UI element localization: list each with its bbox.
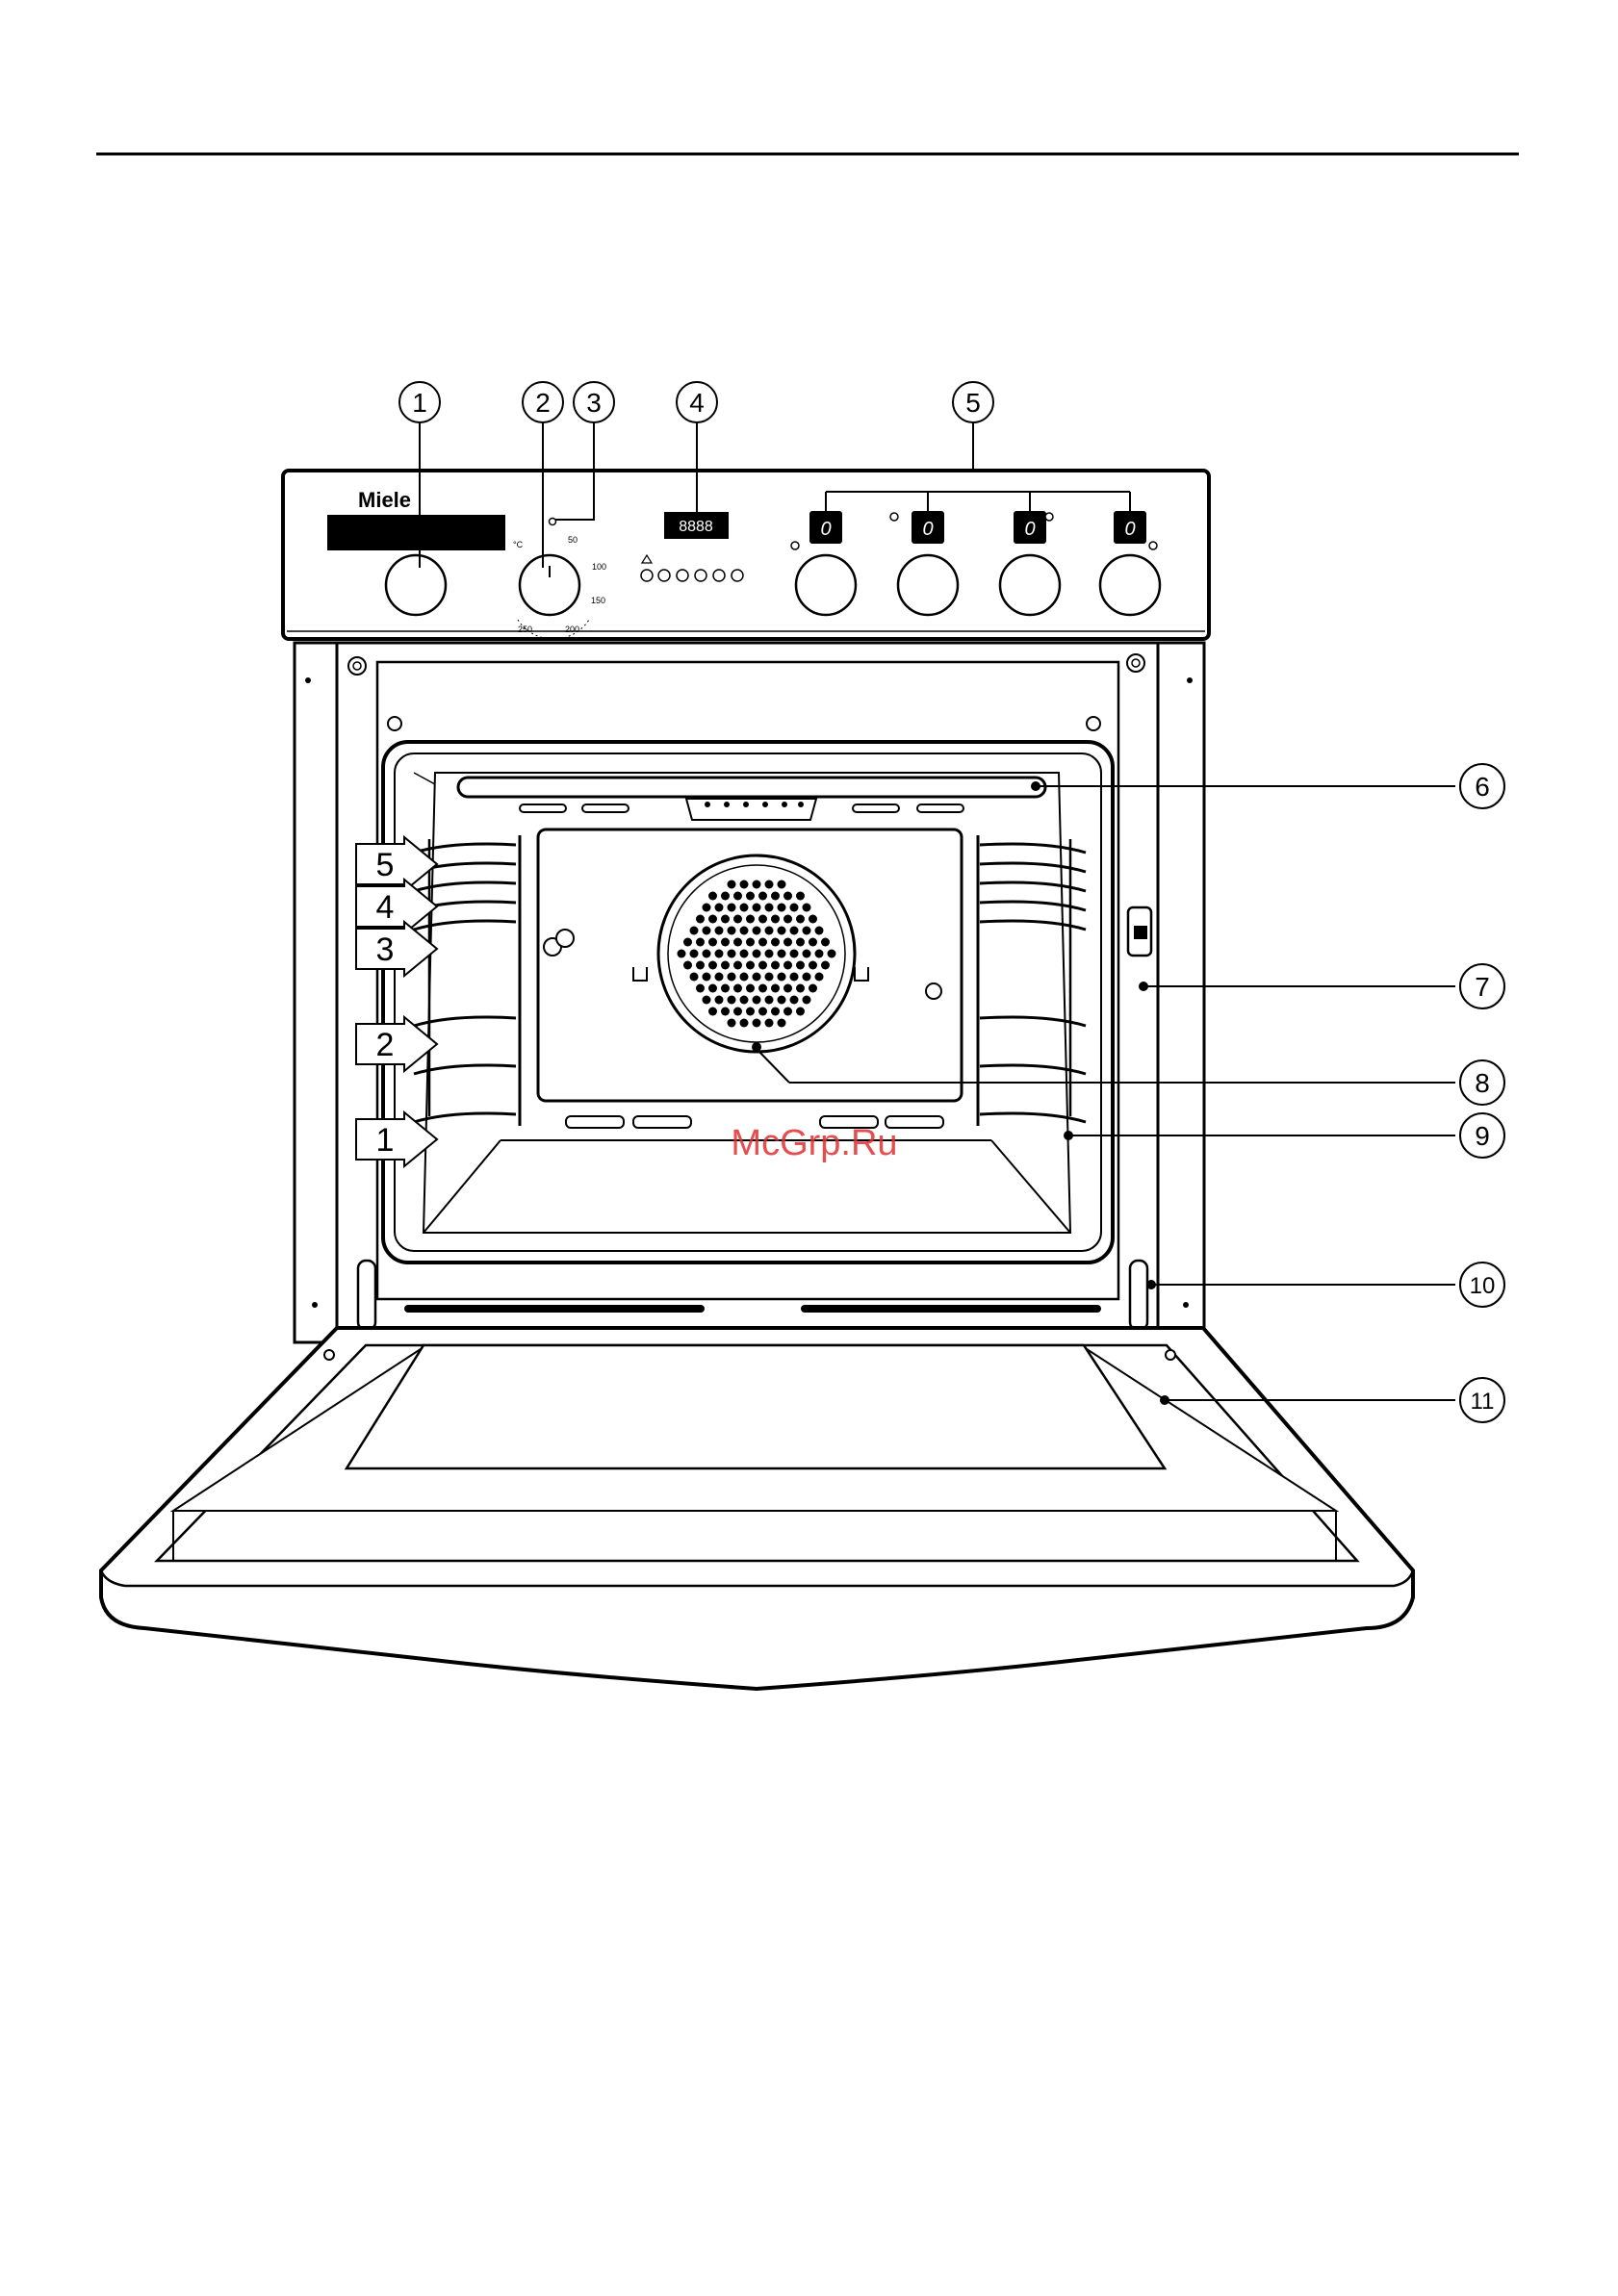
zone-indicator-light-4	[1149, 542, 1157, 549]
zone-display-digit-4: 0	[1124, 519, 1135, 540]
shelf-level-label: 4	[376, 889, 395, 926]
door-window	[347, 1345, 1165, 1468]
clock-display-digits: 8888	[679, 519, 713, 535]
zone-display-digit-1: 0	[820, 519, 831, 540]
callout-4: 4	[689, 388, 705, 418]
shelf-level-label: 5	[376, 847, 395, 883]
temp-mark-150: 150	[591, 596, 605, 605]
shelf-level-label: 1	[376, 1122, 395, 1159]
plus-button[interactable]	[732, 570, 743, 581]
shelf-level-label: 2	[376, 1027, 395, 1063]
end-button[interactable]	[677, 570, 688, 581]
zone-knob-4[interactable]	[1100, 555, 1160, 615]
zone-indicator-light-3	[1045, 513, 1053, 521]
watermark: McGrp.Ru	[731, 1123, 897, 1163]
shelf-level-label: 3	[376, 931, 395, 968]
control-panel: Miele °C 50 100 150 200 250 8888 0 0 0 0	[283, 471, 1209, 639]
zone-knob-1[interactable]	[796, 555, 856, 615]
minus-button[interactable]	[713, 570, 725, 581]
callout-3: 3	[586, 388, 602, 418]
callout-10: 10	[1470, 1273, 1496, 1299]
zone-knob-3[interactable]	[1000, 555, 1060, 615]
temp-mark-250: 250	[518, 625, 532, 634]
right-side-trim	[1158, 643, 1204, 1342]
callout-7: 7	[1475, 972, 1490, 1002]
zone-display-digit-3: 0	[1024, 519, 1035, 540]
oven-door	[101, 1328, 1413, 1689]
alarm-button[interactable]	[641, 570, 653, 581]
callout-11: 11	[1471, 1389, 1495, 1415]
left-side-trim	[295, 643, 337, 1342]
callout-8: 8	[1475, 1068, 1490, 1098]
temp-mark-100: 100	[592, 562, 606, 572]
oven-body	[295, 643, 1204, 1342]
function-display-window	[327, 515, 505, 550]
top-heating-element	[458, 778, 1045, 797]
brand-logo: Miele	[358, 488, 411, 512]
temperature-indicator-light	[550, 519, 556, 525]
start-button[interactable]	[658, 570, 670, 581]
callout-6: 6	[1475, 772, 1490, 802]
door-seal-strip-left	[404, 1305, 705, 1313]
callout-5: 5	[965, 388, 981, 418]
temp-mark-200: 200	[565, 625, 579, 634]
fan-cover	[658, 855, 855, 1052]
zone-indicator-light-2	[890, 513, 898, 521]
temperature-selector-knob[interactable]	[520, 555, 579, 615]
zone-display-digit-2: 0	[922, 519, 933, 540]
door-seal-strip-right	[801, 1305, 1101, 1313]
function-selector-knob[interactable]	[386, 555, 446, 615]
duration-button[interactable]	[695, 570, 706, 581]
callout-9: 9	[1475, 1121, 1490, 1151]
callout-1: 1	[412, 388, 427, 418]
zone-knob-2[interactable]	[898, 555, 958, 615]
temperature-unit: °C	[513, 540, 524, 549]
temp-mark-50: 50	[568, 535, 578, 545]
hinge-left	[358, 1261, 375, 1330]
zone-indicator-light-1	[791, 542, 799, 549]
hinge-right	[1130, 1261, 1147, 1330]
callout-2: 2	[535, 388, 551, 418]
